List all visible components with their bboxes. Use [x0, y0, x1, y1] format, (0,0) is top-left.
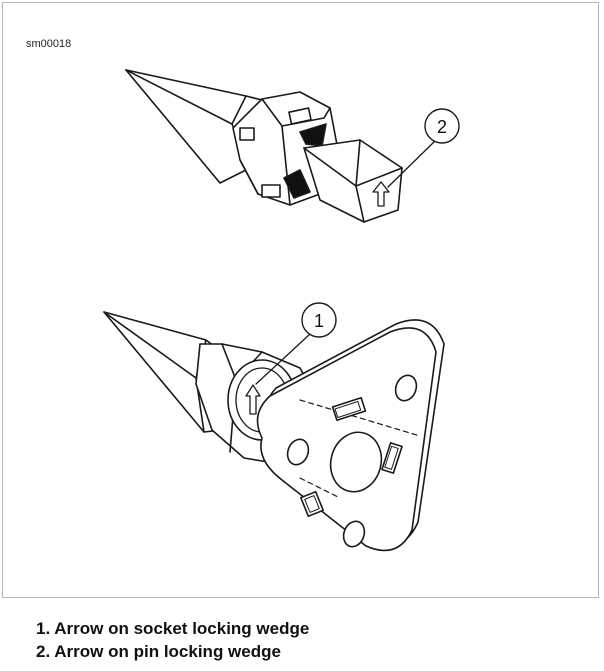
callout-1-number: 1 [314, 311, 324, 331]
callout-1: 1 [301, 302, 337, 338]
pin-wedge-arrow-icon [372, 181, 390, 207]
legend-item-pin-wedge: 2. Arrow on pin locking wedge [36, 642, 281, 661]
connector-wedge-illustration: 2 [103, 69, 460, 552]
pin-connector-drawing: 2 [125, 69, 460, 223]
figure-reference-code: sm00018 [26, 38, 72, 50]
callout-2: 2 [424, 108, 460, 144]
socket-wedge-arrow-icon [245, 384, 261, 415]
callout-2-number: 2 [437, 117, 447, 137]
figure-legend: 1. Arrow on socket locking wedge 2. Arro… [36, 617, 309, 663]
legend-item-socket-wedge: 1. Arrow on socket locking wedge [36, 619, 310, 638]
socket-connector-drawing: 1 [103, 302, 445, 552]
